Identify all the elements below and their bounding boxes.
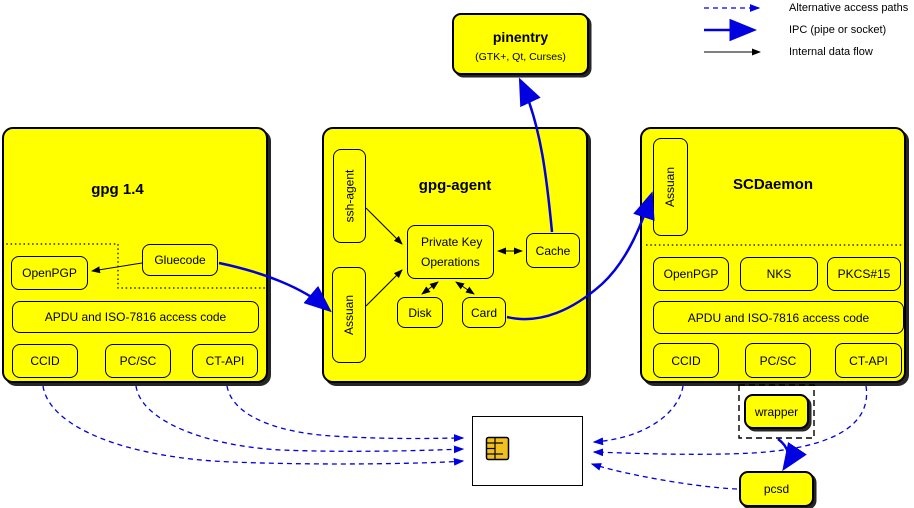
wrapper-label: wrapper [754, 404, 799, 419]
gpg14-openpgp-box: OpenPGP [11, 256, 88, 290]
gpg14-pcsc-label: PC/SC [119, 354, 157, 368]
alt-gpg14-pcsc-to-card [135, 385, 465, 454]
pinentry-title: pinentry [492, 29, 549, 45]
gpg14-ctapi-box: CT-API [192, 344, 258, 378]
pcsd-box: pcsd [739, 471, 814, 507]
gpg14-gluecode-box: Gluecode [142, 244, 218, 276]
scdaemon-openpgp-label: OpenPGP [663, 267, 719, 281]
smartcard [472, 416, 583, 486]
legend-internal-label: Internal data flow [789, 46, 873, 58]
alt-scdaemon-ctapi-to-card [592, 385, 868, 457]
gpg-agent-assuan-label: Assuan [342, 294, 356, 336]
scdaemon-openpgp-box: OpenPGP [653, 257, 729, 291]
scdaemon-apdu-box: APDU and ISO-7816 access code [653, 301, 904, 334]
card-box: Card [462, 297, 506, 328]
wrapper-box: wrapper [744, 394, 809, 429]
pcsd-label: pcsd [763, 482, 790, 496]
scdaemon-pcsc-label: PC/SC [759, 353, 797, 368]
ipc-wrapper-to-pcsd [777, 437, 807, 472]
scdaemon-nks-label: NKS [766, 267, 792, 281]
gpg14-gluecode-label: Gluecode [154, 253, 206, 267]
pko-line1: Private Key [421, 235, 483, 249]
scdaemon-pcsc-box: PC/SC [745, 343, 811, 378]
cache-label: Cache [535, 243, 571, 258]
scdaemon-nks-box: NKS [740, 257, 818, 291]
scdaemon-assuan-box: Assuan [653, 138, 688, 236]
pinentry-box [452, 13, 589, 75]
gpg14-apdu-box: APDU and ISO-7816 access code [12, 301, 259, 333]
alt-pcsd-to-card [590, 463, 738, 490]
smartcard-chip-icon [485, 436, 510, 461]
card-label: Card [470, 305, 497, 320]
pko-line2: Operations [421, 255, 480, 269]
gpg-agent-assuan-box: Assuan [332, 267, 366, 363]
scdaemon-ccid-box: CCID [653, 343, 719, 378]
legend-alternative-label: Alternative access paths [789, 2, 909, 14]
gpg14-title: gpg 1.4 [91, 181, 144, 198]
scdaemon-pkcs15-box: PKCS#15 [827, 257, 901, 291]
scdaemon-apdu-label: APDU and ISO-7816 access code [687, 310, 870, 325]
disk-label: Disk [408, 305, 432, 320]
ssh-agent-label: ssh-agent [342, 169, 357, 223]
gpg14-ctapi-label: CT-API [205, 354, 245, 368]
scdaemon-ctapi-box: CT-API [835, 343, 902, 378]
alt-scdaemon-ccid-to-card [592, 385, 684, 446]
gpg14-pcsc-box: PC/SC [105, 344, 171, 378]
legend-ipc-label: IPC (pipe or socket) [789, 24, 887, 36]
gpg14-apdu-label: APDU and ISO-7816 access code [44, 310, 227, 324]
scdaemon-ctapi-label: CT-API [849, 353, 888, 368]
gpg-agent-ssh-agent-box: ssh-agent [333, 149, 366, 243]
gpg14-ccid-label: CCID [30, 354, 60, 368]
cache-box: Cache [526, 233, 580, 268]
disk-box: Disk [397, 297, 443, 328]
alt-gpg14-ctapi-to-card [226, 385, 465, 442]
private-key-operations-box: Private Key Operations [407, 225, 494, 279]
gpg14-ccid-box: CCID [12, 344, 78, 378]
scdaemon-ccid-label: CCID [671, 353, 701, 368]
scdaemon-assuan-label: Assuan [663, 166, 678, 208]
scdaemon-pkcs15-label: PKCS#15 [837, 267, 891, 281]
gpg-agent-title: gpg-agent [418, 177, 492, 194]
scdaemon-title: SCDaemon [732, 176, 814, 193]
gpg14-openpgp-label: OpenPGP [22, 266, 77, 280]
alt-gpg14-ccid-to-card [42, 385, 465, 466]
pinentry-subtitle: (GTK+, Qt, Curses) [475, 51, 566, 63]
